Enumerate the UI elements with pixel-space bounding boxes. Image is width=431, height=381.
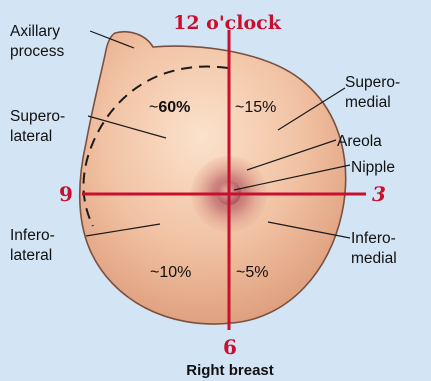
clock-9-label: 9 — [59, 182, 73, 206]
label-superomedial-line1: Supero- — [345, 74, 400, 91]
pct-superolateral: ~60% — [149, 99, 190, 116]
label-nipple: Nipple — [351, 159, 395, 176]
caption-right-breast: Right breast — [186, 362, 274, 379]
clock-3-label: 3 — [372, 182, 386, 206]
label-axillary-line2: process — [10, 43, 65, 60]
pct-superolateral-prefix: ~ — [149, 99, 158, 116]
label-inferolateral-line1: Infero- — [10, 227, 55, 244]
label-superomedial-line2: medial — [345, 94, 391, 111]
label-axillary-line1: Axillary — [10, 23, 60, 40]
pct-inferolateral: ~10% — [150, 264, 191, 281]
label-areola: Areola — [337, 133, 382, 150]
label-superolateral-line1: Supero- — [10, 108, 65, 125]
clock-12-label: 12 o'clock — [173, 12, 282, 34]
clock-6-label: 6 — [223, 335, 237, 359]
label-inferolateral-line2: lateral — [10, 247, 52, 264]
pct-superomedial: ~15% — [235, 99, 276, 116]
pct-inferomedial: ~5% — [236, 264, 268, 281]
label-superolateral-line2: lateral — [10, 128, 52, 145]
label-inferomedial-line1: Infero- — [351, 230, 396, 247]
label-inferomedial-line2: medial — [351, 250, 397, 267]
pct-superolateral-value: 60% — [158, 99, 190, 116]
